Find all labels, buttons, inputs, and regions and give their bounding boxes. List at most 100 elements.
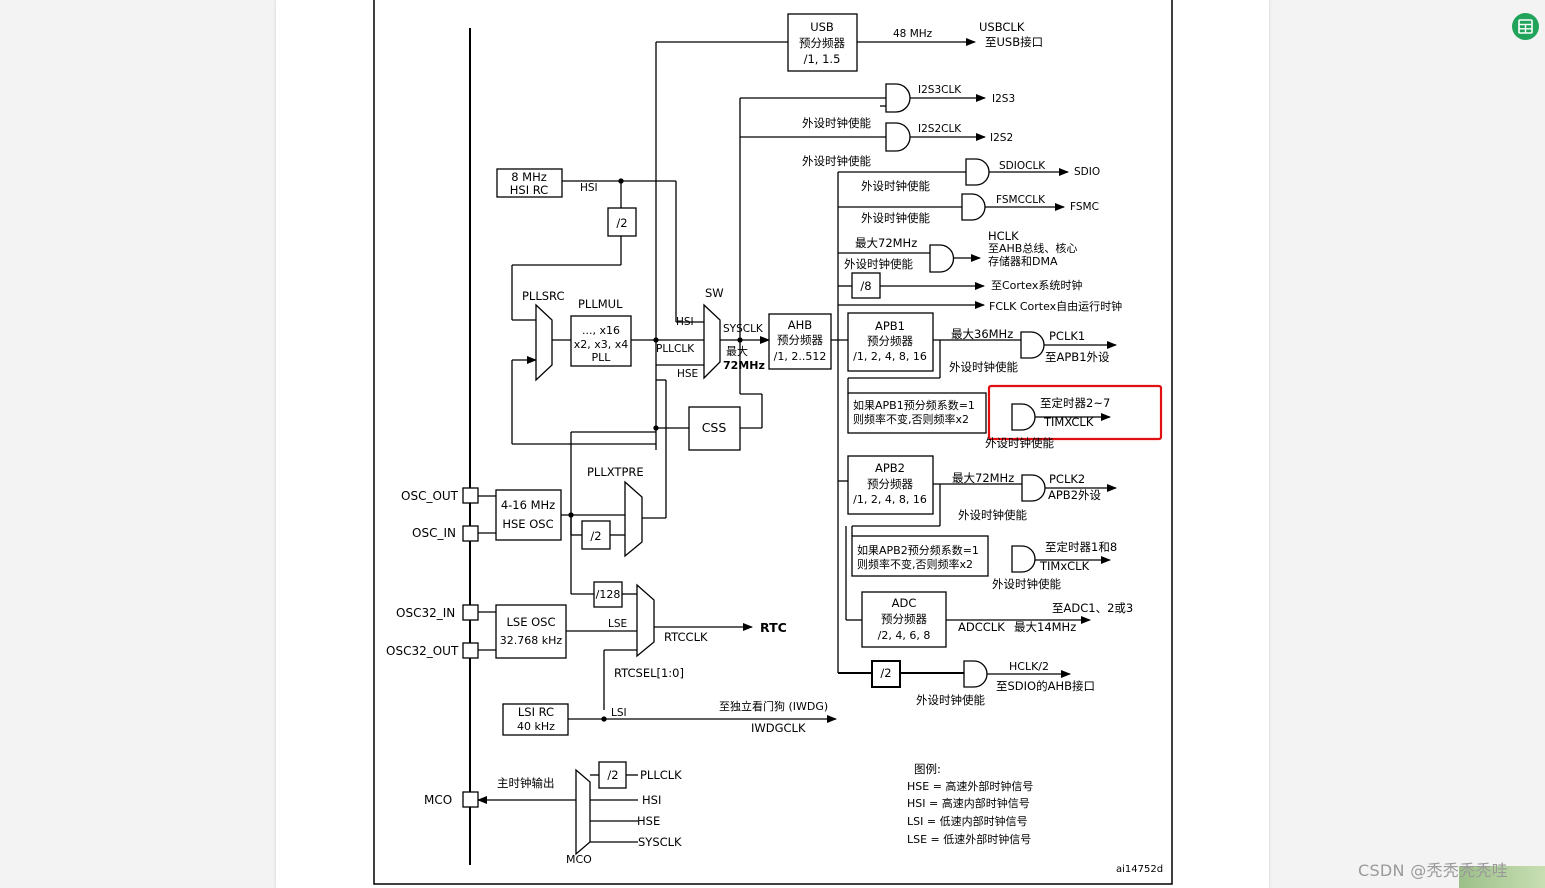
- sdioclk-label: SDIOCLK: [999, 160, 1046, 172]
- mco-mux-label: MCO: [566, 853, 592, 866]
- hse-osc-label-1: 4-16 MHz: [501, 498, 555, 512]
- timer1-8-label: 至定时器1和8: [1045, 540, 1117, 554]
- apb1-periph-label: 至APB1外设: [1045, 350, 1110, 364]
- mco-pllclk-label: PLLCLK: [640, 768, 682, 782]
- watermark-decoration: [1459, 866, 1545, 888]
- hsi-label: HSI: [580, 182, 598, 194]
- sdio-ahb-label: 至SDIO的AHB接口: [996, 679, 1095, 693]
- sdio-ahb-enable-label: 外设时钟使能: [916, 693, 985, 707]
- osc-out-label: OSC_OUT: [401, 489, 459, 503]
- mco-hsi-label: HSI: [642, 793, 661, 807]
- i2s2-gate: [885, 122, 911, 152]
- sw-hse-label: HSE: [677, 368, 698, 380]
- i2s3-enable-label: 外设时钟使能: [802, 116, 871, 130]
- usbclk-label: USBCLK: [979, 20, 1025, 34]
- hclk-desc-1: 至AHB总线、核心: [988, 241, 1077, 255]
- rtc-label: RTC: [760, 620, 787, 635]
- rtcclk-label: RTCCLK: [664, 630, 708, 644]
- adcclk-label: ADCCLK: [958, 620, 1005, 634]
- pclk1-gate: [1020, 331, 1045, 359]
- iwdgclk-label: IWDGCLK: [751, 721, 806, 735]
- timxclk-highlight-box: [987, 384, 1163, 441]
- pclk2-gate: [1021, 474, 1046, 502]
- hsi-div2-label: /2: [616, 216, 627, 230]
- usb-prescaler-label-2: 预分频器: [799, 36, 845, 50]
- apb2-tim-mult-label-1: 如果APB2预分频系数=1: [857, 543, 979, 557]
- pllsrc-label: PLLSRC: [522, 289, 565, 303]
- timer2-7-label: 至定时器2~7: [1040, 396, 1110, 410]
- sdio-label: SDIO: [1074, 166, 1100, 178]
- apb1-max-label: 最大36MHz: [951, 327, 1013, 341]
- lsi-rc-label-2: 40 kHz: [517, 720, 555, 733]
- hsi-rc-label-2: HSI RC: [510, 183, 548, 197]
- hse-div2-label: /2: [590, 529, 601, 543]
- sysclk-label: SYSCLK: [723, 323, 764, 335]
- i2s3-gate: [885, 83, 911, 113]
- pllxtpre-label: PLLXTPRE: [587, 465, 644, 479]
- hsi-rc-label-1: 8 MHz: [511, 170, 547, 184]
- hclk-label: HCLK: [988, 229, 1019, 243]
- hse-osc-label-2: HSE OSC: [502, 517, 553, 531]
- pllsrc-mux: [535, 303, 553, 382]
- timxclk-label: TIMXCLK: [1043, 415, 1094, 429]
- hsi-rc-box: [496, 168, 563, 198]
- apb1-label-1: APB1: [875, 319, 905, 333]
- mco-pin-label: MCO: [424, 793, 452, 807]
- usb-interface-label: 至USB接口: [985, 35, 1043, 49]
- iwdg-label: 至独立看门狗 (IWDG): [719, 699, 828, 713]
- fclk-label: FCLK Cortex自由运行时钟: [989, 299, 1122, 313]
- apb2-label-3: /1, 2, 4, 8, 16: [853, 493, 927, 506]
- tim-apb2-multiplier-box: [851, 535, 989, 577]
- pll-box: [570, 315, 632, 367]
- adc-label-3: /2, 4, 6, 8: [878, 629, 931, 642]
- osc-in-label: OSC_IN: [412, 526, 456, 540]
- sdio-ahb-gate: [963, 660, 988, 688]
- lse-osc-box: [495, 604, 567, 659]
- ahb-prescaler-box: [768, 313, 832, 370]
- csdn-watermark: CSDN @秃秃秃秃哇: [1358, 861, 1509, 880]
- sysclk-max-label-1: 最大: [726, 344, 748, 358]
- timxclk-enable-label: 外设时钟使能: [985, 436, 1054, 450]
- tim18-clk-label: TIMxCLK: [1039, 559, 1090, 573]
- osc32-in-pin: [462, 604, 479, 621]
- mco-output-label: 主时钟输出: [497, 776, 555, 790]
- timxclk-gate: [1011, 403, 1036, 431]
- i2s2-enable-label: 外设时钟使能: [802, 154, 871, 168]
- i2s3clk-label: I2S3CLK: [918, 84, 962, 96]
- i2s2clk-label: I2S2CLK: [918, 123, 962, 135]
- pll-label-2: x2, x3, x4: [574, 338, 629, 351]
- i2s3-label: I2S3: [992, 93, 1015, 105]
- osc32-out-pin: [462, 642, 479, 659]
- usb-freq-label: 48 MHz: [893, 28, 933, 40]
- cortex-div8-label: /8: [860, 279, 871, 293]
- hclk-desc-2: 存储器和DMA: [988, 254, 1058, 268]
- fsmc-label: FSMC: [1070, 201, 1099, 213]
- legend-hse: HSE = 高速外部时钟信号: [907, 779, 1033, 793]
- pll-label-3: PLL: [592, 351, 612, 364]
- apb2-periph-label: APB2外设: [1048, 488, 1102, 502]
- tim18-enable-label: 外设时钟使能: [992, 577, 1061, 591]
- pclk2-label: PCLK2: [1049, 472, 1085, 486]
- usb-prescaler-label-3: /1, 1.5: [804, 52, 841, 66]
- table-icon: [1518, 19, 1533, 34]
- toolbar-table-button[interactable]: [1512, 13, 1539, 40]
- apb2-tim-mult-label-2: 则频率不变,否则频率x2: [857, 557, 973, 571]
- fsmc-enable-label: 外设时钟使能: [861, 211, 930, 225]
- mco-sysclk-label: SYSCLK: [638, 835, 682, 849]
- lse-osc-label-2: 32.768 kHz: [500, 634, 563, 647]
- rtcsel-mux: [636, 583, 655, 658]
- sdio-gate: [965, 158, 990, 186]
- tim18-gate: [1011, 545, 1036, 573]
- ahb-label-2: 预分频器: [777, 333, 823, 347]
- apb2-prescaler-box: [847, 455, 934, 515]
- sysclk-max-label-2: 72MHz: [723, 359, 765, 372]
- pllxtpre-mux: [624, 480, 643, 558]
- osc-in-pin: [462, 525, 479, 542]
- pllmul-label: PLLMUL: [578, 297, 623, 311]
- cortex-systick-label: 至Cortex系统时钟: [991, 278, 1082, 292]
- sw-mux: [703, 303, 721, 380]
- rtcsel-label: RTCSEL[1:0]: [614, 666, 684, 680]
- osc-out-pin: [462, 487, 479, 504]
- apb1-label-2: 预分频器: [867, 334, 913, 348]
